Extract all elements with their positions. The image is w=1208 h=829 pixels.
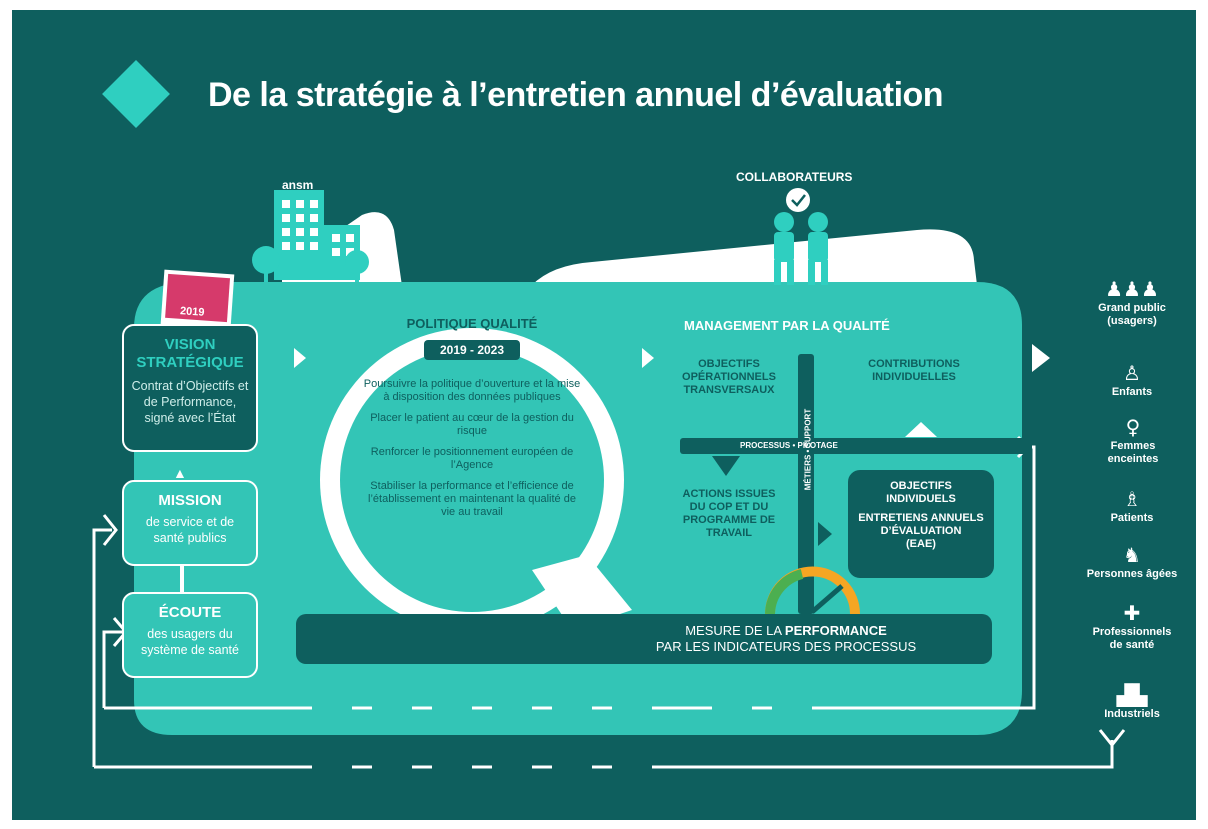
objectifs-individuels-line2: INDIVIDUELS [886,493,956,505]
politique-item: Renforcer le positionnement européen de … [370,446,574,471]
politique-item: Poursuivre la politique d’ouverture et l… [363,378,581,403]
politique-title: POLITIQUE QUALITÉ [406,316,538,331]
mesure-bar: MESURE DE LA PERFORMANCE PAR LES INDICAT… [296,614,992,664]
connector-line [180,566,184,592]
entretiens-line2: D’ÉVALUATION [880,525,962,537]
entretiens-line1: ENTRETIENS ANNUELS [858,512,984,524]
politique-item: Stabiliser la performance et l’efficienc… [368,480,576,518]
mesure-prefix: MESURE DE LA [685,623,785,638]
child-icon: ♙ [1123,361,1141,385]
health-professional-icon: ✚ [1123,601,1141,625]
factory-icon: ▟▙ [1116,683,1148,707]
actions-issues: ACTIONS ISSUES DU COP ET DU PROGRAMME DE… [682,488,776,539]
ansm-logo-label: ansm [282,178,314,192]
contributions-individuelles: CONTRIBUTIONS INDIVIDUELLES [868,358,960,383]
book-year: 2019 [179,305,205,319]
patient-icon: ♗ [1123,487,1141,511]
mission-box: MISSION de service et de santé publics [122,480,258,566]
mesure-bold: PERFORMANCE [784,623,887,638]
stakeholder-femmes-enceintes: ♀ Femmes enceintes [1098,416,1168,466]
stakeholder-personnes-agees: ♞ Personnes âgées [1076,544,1188,581]
group-icon: ♟♟♟ [1105,277,1159,301]
page-title: De la stratégie à l’entretien annuel d’é… [208,76,944,114]
vision-body: Contrat d’Objectifs et de Performance, s… [131,379,249,425]
objectifs-individuels-line1: OBJECTIFS [890,480,952,492]
mission-body: de service et de santé publics [145,515,235,545]
collaborateurs-label: COLLABORATEURS [736,170,853,184]
axis-processus-pilotage: PROCESSUS • PILOTAGE [740,441,838,450]
vision-box: VISION STRATÉGIQUE Contrat d’Objectifs e… [122,324,258,452]
ecoute-body: des usagers du système de santé [141,627,239,657]
ecoute-title: ÉCOUTE [158,604,222,621]
vision-title-line1: VISION [164,336,216,353]
politique-items: Poursuivre la politique d’ouverture et l… [360,378,584,527]
ecoute-box: ÉCOUTE des usagers du système de santé [122,592,258,678]
stakeholder-industriels: ▟▙ Industriels [1076,684,1188,721]
politique-period-badge: 2019 - 2023 [424,340,520,360]
mesure-line2: PAR LES INDICATEURS DES PROCESSUS [655,639,917,654]
objectifs-individuels-box: OBJECTIFS INDIVIDUELS ENTRETIENS ANNUELS… [848,470,994,578]
stakeholder-enfants: ♙ Enfants [1076,362,1188,399]
pregnant-woman-icon: ♀ [1125,415,1141,439]
politique-item: Placer le patient au cœur de la gestion … [370,412,574,437]
mission-title: MISSION [158,492,222,509]
elderly-icon: ♞ [1123,543,1141,567]
vision-title-line2: STRATÉGIQUE [136,354,244,371]
stakeholder-grand-public: ♟♟♟ Grand public (usagers) [1076,278,1188,328]
up-arrow-icon: ▲ [173,465,187,481]
stakeholder-professionnels: ✚ Professionnels de santé [1092,601,1172,651]
management-title: MANAGEMENT PAR LA QUALITÉ [684,318,890,333]
gauge-icon [772,576,858,616]
stakeholder-patients: ♗ Patients [1076,488,1188,525]
infographic-canvas: De la stratégie à l’entretien annuel d’é… [12,10,1196,820]
entretiens-line3: (EAE) [906,538,936,550]
axis-metiers-support: MÉTIERS • SUPPORT [803,408,813,491]
objectifs-operationnels: OBJECTIFS OPÉRATIONNELS TRANSVERSAUX [682,358,776,396]
